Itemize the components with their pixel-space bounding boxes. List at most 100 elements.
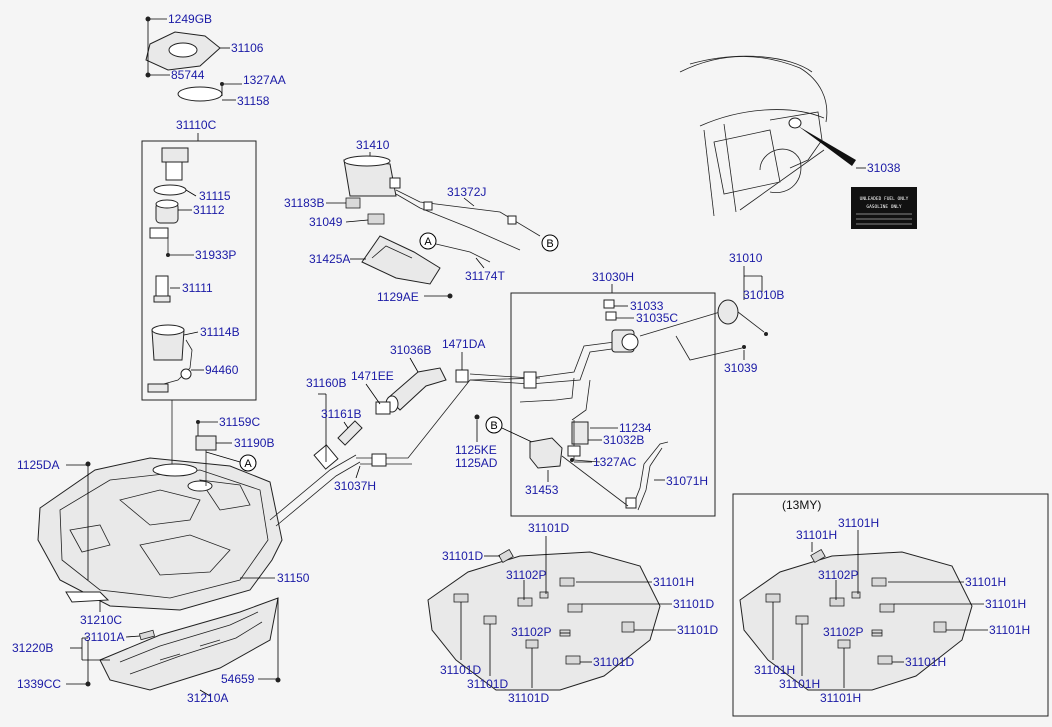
label-31101D-left: 31101D (442, 549, 483, 563)
label-31174T: 31174T (465, 269, 505, 283)
label-31150: 31150 (277, 571, 310, 585)
label-31101A: 31101A (84, 630, 124, 644)
label-31210A: 31210A (187, 691, 228, 705)
callout-a-canister-text: A (424, 236, 432, 248)
vapor-separator (529, 437, 563, 469)
label-1125DA: 1125DA (17, 458, 59, 472)
label-31039: 31039 (724, 361, 758, 375)
label-31101D-b2: 31101D (467, 677, 508, 691)
label-31220B: 31220B (12, 641, 53, 655)
label-31049: 31049 (309, 215, 343, 229)
label-31453: 31453 (525, 483, 559, 497)
label-1339CC: 1339CC (17, 677, 61, 691)
label-31110C: 31110C (176, 118, 217, 132)
label-11234: 11234 (619, 421, 652, 435)
label-31115: 31115 (199, 189, 231, 203)
label-94460: 94460 (205, 363, 239, 377)
label-31010: 31010 (729, 251, 763, 265)
label-1249GB: 1249GB (168, 12, 212, 26)
label-31111: 31111 (182, 281, 213, 295)
label-1471DA: 1471DA (442, 337, 485, 351)
label-31037H: 31037H (334, 479, 376, 493)
fuel-decal (851, 187, 917, 229)
fuel-tank (37, 400, 283, 611)
label-31190B: 31190B (234, 436, 274, 450)
label-31102P-d: 31102P (823, 625, 863, 639)
label-31101D-b3: 31101D (508, 691, 549, 705)
sticker-31049 (367, 213, 385, 225)
label-1471EE: 1471EE (351, 369, 394, 383)
fuel-pump-assembly-box (141, 140, 257, 401)
callout-b-filler-text: B (490, 420, 497, 432)
fuel-pump-cover-group (145, 16, 242, 102)
label-54659: 54659 (221, 672, 255, 686)
label-31101D-r1: 31101D (673, 597, 714, 611)
nut-icon (145, 72, 151, 78)
callout-b-canister (541, 234, 559, 252)
label-31158: 31158 (237, 94, 270, 108)
filler-neck-assembly-box (510, 292, 716, 517)
decal-line-1: UNLEADED FUEL ONLY (860, 196, 909, 202)
callout-a-canister (419, 232, 437, 250)
fuel-pump-module (147, 147, 204, 393)
label-1327AC: 1327AC (593, 455, 637, 469)
label-31106: 31106 (231, 41, 264, 55)
callout-a-tank-text: A (244, 458, 252, 470)
label-31032B: 31032B (603, 433, 644, 447)
label-31372J: 31372J (447, 185, 486, 199)
label-31101H-bl: 31101H (754, 663, 795, 677)
callout-b-filler (485, 416, 503, 434)
label-31101D-top: 31101D (528, 521, 569, 535)
label-31010B: 31010B (743, 288, 784, 302)
label-85744: 85744 (171, 68, 205, 82)
label-31114B: 31114B (200, 325, 240, 339)
label-31030H: 31030H (592, 270, 634, 284)
variant-label: (13MY) (782, 498, 821, 512)
car-rear-illustration (679, 55, 828, 217)
vent-valve-bracket (567, 420, 669, 511)
label-31159C: 31159C (219, 415, 260, 429)
label-1125KE: 1125KE (455, 443, 497, 457)
label-31071H: 31071H (666, 474, 708, 488)
label-31036B: 31036B (390, 343, 431, 357)
gasket-ring (177, 86, 223, 102)
label-31101H-b2: 31101H (779, 677, 820, 691)
label-1129AE: 1129AE (377, 290, 419, 304)
filler-neck-hoses (269, 367, 541, 527)
callout-b-canister-text: B (546, 238, 553, 250)
label-1327AA: 1327AA (243, 73, 286, 87)
label-31102P-c: 31102P (818, 568, 858, 582)
fuel-cap (717, 299, 739, 325)
label-31101H-r2: 31101H (989, 623, 1030, 637)
label-31101D-r3: 31101D (593, 655, 634, 669)
label-31102P-b: 31102P (511, 625, 551, 639)
label-31210C: 31210C (80, 613, 122, 627)
label-31410: 31410 (356, 138, 390, 152)
label-31160B: 31160B (306, 376, 346, 390)
label-31101H-r3: 31101H (905, 655, 946, 669)
tank-damper-view-b (739, 548, 973, 691)
label-31101D-bl: 31101D (440, 663, 481, 677)
decal-line-2: GASOLINE ONLY (866, 204, 902, 210)
label-31112: 31112 (193, 203, 225, 217)
13my-variant-box (732, 493, 1049, 717)
fuel-door (788, 117, 802, 129)
label-31161B: 31161B (321, 407, 361, 421)
label-31101H-a2: 31101H (965, 575, 1006, 589)
label-31933P: 31933P (195, 248, 236, 262)
label-31101H-b3: 31101H (820, 691, 861, 705)
label-31102P-a: 31102P (506, 568, 546, 582)
label-31101H-left: 31101H (796, 528, 837, 542)
heat-shield (99, 597, 279, 691)
label-31425A: 31425A (309, 252, 350, 266)
label-31033: 31033 (630, 299, 664, 313)
bolt-icon (145, 16, 151, 22)
label-31101H-top: 31101H (838, 516, 879, 530)
callout-a-tank (239, 454, 257, 472)
label-31035C: 31035C (636, 311, 678, 325)
pressure-sensor (195, 435, 217, 451)
label-31038: 31038 (867, 161, 901, 175)
evap-canister (343, 155, 541, 251)
filler-neck-pipe (469, 299, 721, 421)
